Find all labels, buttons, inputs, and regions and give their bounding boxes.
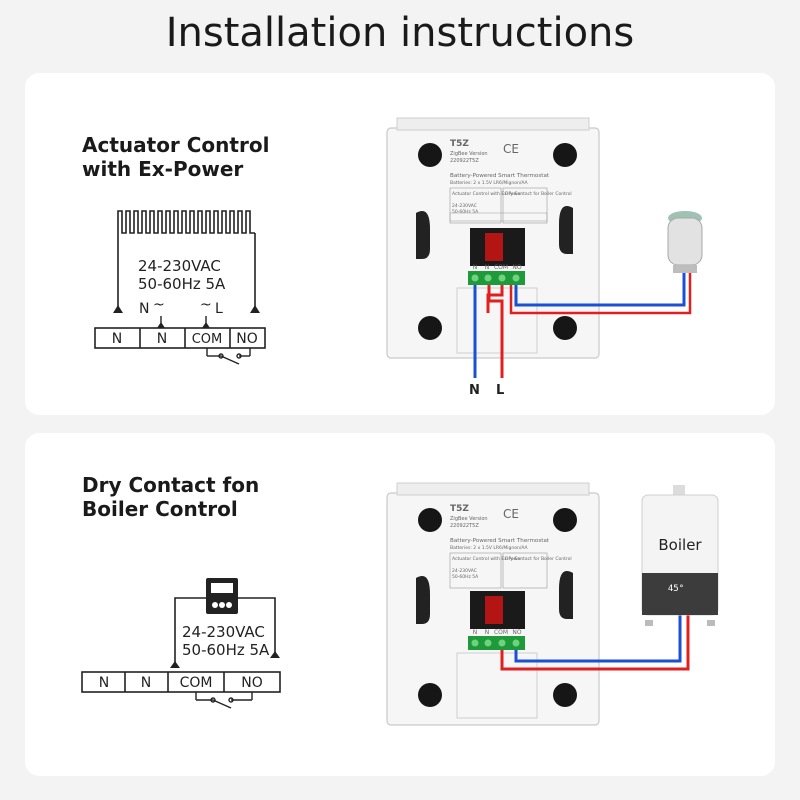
device-batteries: Batteries: 2 x 1.5V LR6/Mignon/AA [450, 180, 529, 186]
terminal-n1: N [112, 331, 122, 347]
arrow-left-icon [170, 661, 180, 668]
schematic-terminal-block: N N COM NO [94, 327, 266, 349]
box-voltage: 24-230VAC [452, 203, 477, 209]
device-terminal-label: NO [512, 264, 521, 271]
device-terminal-label: N [485, 264, 490, 271]
relay-switch-symbol [195, 692, 253, 709]
arrow-left-icon [113, 305, 123, 313]
relay-component [485, 233, 503, 261]
device-version: ZigBee Version [450, 151, 488, 157]
mount-hole-icon [418, 683, 442, 707]
mount-hole-icon [418, 508, 442, 532]
boiler-symbol-icon [206, 578, 238, 614]
device-terminal-label: COM [494, 629, 508, 636]
actuator-wiring-diagram: 24-230VAC 50-60Hz 5A N ~ ~ L N N COM NO [94, 117, 703, 398]
mount-hole-icon [553, 683, 577, 707]
box-frequency: 50-60Hz 5A [452, 574, 479, 580]
schematic-voltage: 24-230VAC [182, 623, 265, 641]
terminal-n1: N [99, 675, 109, 691]
l-supply-label: L [215, 301, 223, 317]
boiler-label: Boiler [658, 536, 702, 554]
boiler-wiring-diagram: 24-230VAC 50-60Hz 5A N N COM NO [81, 482, 719, 726]
boiler-control-panel [642, 573, 718, 615]
section-heading-line1: Actuator Control [82, 133, 270, 157]
schematic-wires [174, 597, 276, 668]
ce-mark: CE [503, 142, 519, 156]
keyhole-slot-icon [416, 576, 430, 624]
actuator-control-card: Actuator Control with Ex-Power 24-230VAC… [25, 73, 775, 415]
device-model: T5Z [450, 139, 469, 149]
ac-symbol: ~ [153, 297, 165, 313]
boiler-control-card: Dry Contact fon Boiler Control 24-230VAC… [25, 433, 775, 776]
box-voltage: 24-230VAC [452, 568, 477, 574]
keyhole-slot-icon [416, 211, 430, 259]
schematic-frequency: 50-60Hz 5A [138, 275, 226, 293]
mount-hole-icon [418, 143, 442, 167]
relay-component [485, 596, 503, 624]
ce-mark: CE [503, 507, 519, 521]
keyhole-slot-icon [559, 571, 573, 619]
thermostat-back-plate: T5Z ZigBee Version 220922T5Z CE Battery-… [386, 482, 600, 726]
mount-hole-icon [418, 316, 442, 340]
device-terminal-label: COM [494, 264, 508, 271]
relay-switch-symbol [206, 348, 251, 365]
device-model: T5Z [450, 504, 469, 514]
arrow-right-icon [250, 305, 260, 313]
green-terminal-block [468, 271, 525, 285]
arrow-n-icon [157, 322, 165, 328]
boiler-display: 45° [668, 584, 684, 594]
device-batteries: Batteries: 2 x 1.5V LR6/Mignon/AA [450, 545, 529, 551]
box-actuator-title: Actuator Control with Ex-Power [452, 191, 522, 197]
box-boiler-title: Dry Contact for Boiler Control [505, 191, 572, 197]
device-code: 220922T5Z [450, 523, 479, 529]
device-version: ZigBee Version [450, 516, 488, 522]
arrow-right-icon [270, 651, 280, 658]
thermostat-back-plate: T5Z ZigBee Version 220922T5Z CE Battery-… [386, 117, 600, 359]
box-actuator-title: Actuator Control with Ex-Power [452, 556, 522, 562]
device-terminal-label: N [473, 264, 478, 271]
keyhole-slot-icon [559, 206, 573, 254]
page-title: Installation instructions [165, 10, 635, 56]
mount-hole-icon [553, 143, 577, 167]
terminal-com: COM [192, 332, 223, 347]
schematic-terminal-block: N N COM NO [81, 671, 281, 693]
device-product-name: Battery-Powered Smart Thermostat [450, 538, 550, 544]
ac-symbol: ~ [200, 297, 212, 313]
terminal-no: NO [241, 675, 263, 691]
schematic-frequency: 50-60Hz 5A [182, 641, 270, 659]
green-terminal-block [468, 636, 525, 650]
terminal-no: NO [236, 331, 258, 347]
wiring [473, 273, 692, 378]
thermal-actuator-icon [667, 211, 703, 273]
schematic-voltage: 24-230VAC [138, 257, 221, 275]
wiring [500, 615, 690, 671]
section-heading-line2: with Ex-Power [82, 157, 244, 181]
arrow-l-icon [202, 322, 210, 328]
box-boiler-title: Dry Contact for Boiler Control [505, 556, 572, 562]
device-terminal-label: N [485, 629, 490, 636]
device-terminal-label: NO [512, 629, 521, 636]
mount-hole-icon [553, 316, 577, 340]
terminal-com: COM [180, 675, 213, 691]
section-heading-line1: Dry Contact fon [82, 473, 260, 497]
device-product-name: Battery-Powered Smart Thermostat [450, 173, 550, 179]
device-terminal-label: N [473, 629, 478, 636]
terminal-n2: N [157, 331, 167, 347]
box-frequency: 50-60Hz 5A [452, 209, 479, 215]
wire-label-l: L [496, 383, 504, 398]
wire-label-n: N [469, 383, 480, 398]
boiler-unit: Boiler 45° [641, 485, 719, 626]
terminal-n2: N [141, 675, 151, 691]
mount-hole-icon [553, 508, 577, 532]
device-code: 220922T5Z [450, 158, 479, 164]
section-heading-line2: Boiler Control [82, 497, 238, 521]
n-supply-label: N [139, 301, 149, 317]
heating-coil-symbol [117, 210, 255, 234]
